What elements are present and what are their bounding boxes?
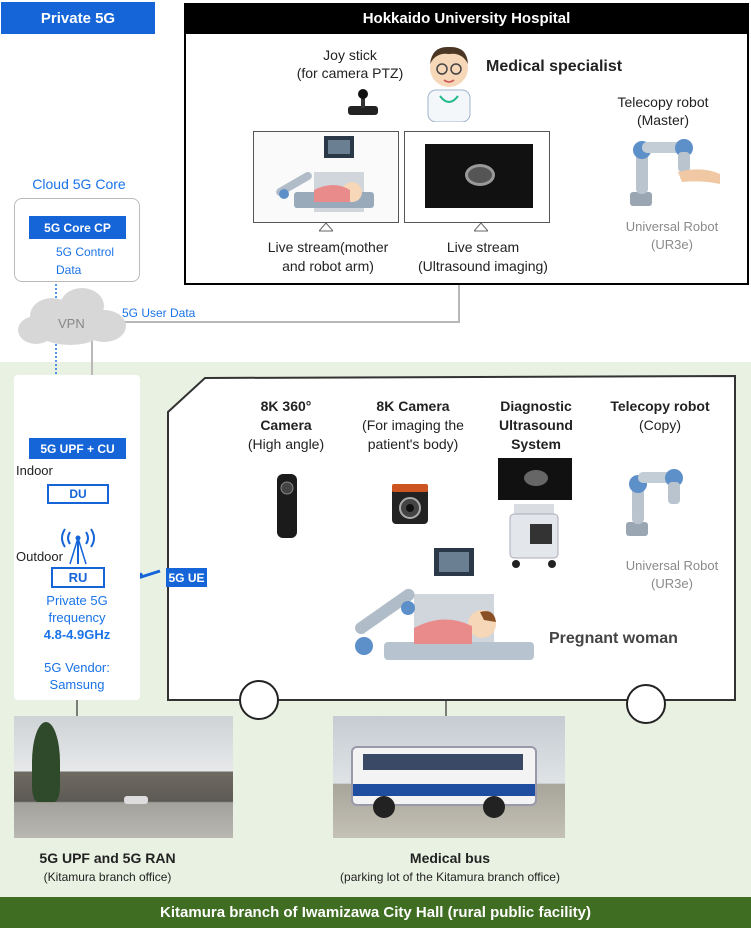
site-photo-caption: 5G UPF and 5G RAN (Kitamura branch offic… xyxy=(39,850,176,884)
camera-360-icon xyxy=(277,474,297,538)
control-data-label: 5G Control Data xyxy=(56,245,115,277)
upf-cu-box: 5G UPF + CU xyxy=(29,438,126,459)
cam360-label: 8K 360° Camera (High angle) xyxy=(247,398,325,452)
telecopy-copy-label: Telecopy robot (Copy) xyxy=(610,398,710,433)
medical-specialist-label: Medical specialist xyxy=(486,58,623,75)
cloud-core-box xyxy=(14,198,140,282)
copy-ur-label: Universal Robot (UR3e) xyxy=(625,558,719,591)
mother-robot-scene-icon xyxy=(276,136,374,212)
pregnant-woman-scene-icon xyxy=(355,548,534,660)
ru-box: RU xyxy=(51,567,105,588)
frequency-label: Private 5G frequency 4.8-4.9GHz xyxy=(43,593,111,642)
telecopy-master-label: Telecopy robot (Master) xyxy=(617,94,709,128)
cam8k-label: 8K Camera (For imaging the patient's bod… xyxy=(362,398,464,452)
cloud-core-title: Cloud 5G Core xyxy=(32,176,126,192)
vpn-cloud-icon xyxy=(18,288,126,345)
camera-8k-icon xyxy=(392,484,428,524)
master-ur-label: Universal Robot (UR3e) xyxy=(625,219,719,252)
bus-wheel-right xyxy=(626,684,666,724)
du-box: DU xyxy=(47,484,109,504)
pregnant-woman-label: Pregnant woman xyxy=(549,630,678,647)
core-cp-box: 5G Core CP xyxy=(29,216,126,239)
private-5g-header: Private 5G xyxy=(1,2,155,34)
bus-photo-caption: Medical bus (parking lot of the Kitamura… xyxy=(340,850,560,884)
master-robot-icon xyxy=(630,139,720,206)
ultrasound-system-icon xyxy=(498,458,572,568)
ultrasound-image-icon xyxy=(425,144,533,208)
antenna-icon xyxy=(61,528,95,565)
diagnostic-label: Diagnostic Ultrasound System xyxy=(499,398,573,452)
site-building-photo xyxy=(14,716,233,838)
doctor-icon xyxy=(427,46,471,122)
live-stream-mother-label: Live stream(mother and robot arm) xyxy=(267,239,389,274)
site-footer-banner: Kitamura branch of Iwamizawa City Hall (… xyxy=(0,897,751,928)
medical-bus-photo xyxy=(333,716,565,838)
ue-box: 5G UE xyxy=(166,568,207,587)
indoor-label: Indoor xyxy=(16,463,53,478)
user-data-label: 5G User Data xyxy=(122,306,196,320)
live-stream-ultrasound-frame xyxy=(404,131,550,223)
live-stream-ultrasound-label: Live stream (Ultrasound imaging) xyxy=(418,239,548,274)
joystick-label: Joy stick (for camera PTZ) xyxy=(296,47,404,81)
joystick-icon xyxy=(348,89,378,115)
vpn-label: VPN xyxy=(58,316,85,331)
bus-wheel-left xyxy=(239,680,279,720)
copy-robot-icon xyxy=(626,469,683,536)
live-stream-mother-frame xyxy=(253,131,399,223)
outdoor-label: Outdoor xyxy=(16,549,63,564)
hospital-title: Hokkaido University Hospital xyxy=(184,3,749,34)
vendor-label: 5G Vendor: Samsung xyxy=(44,660,110,692)
